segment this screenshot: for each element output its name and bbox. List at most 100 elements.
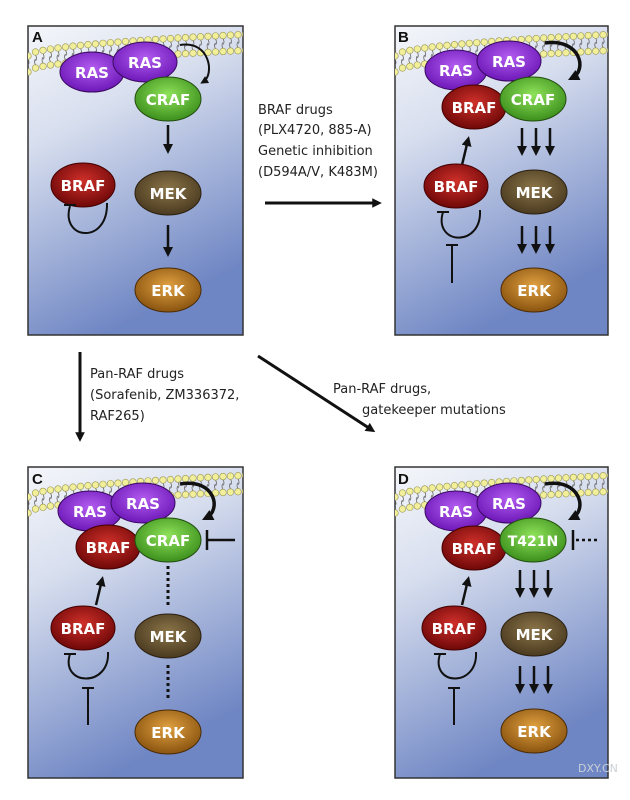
lipid-head [46, 45, 55, 53]
lipid-head [181, 490, 190, 499]
lipid-head [189, 474, 197, 482]
lipid-head [421, 485, 429, 493]
inhibition-bar [64, 204, 76, 206]
svg-text:MEK: MEK [150, 628, 188, 646]
svg-text:CRAF: CRAF [511, 91, 555, 109]
protein-craf-t421n: T421N [499, 517, 567, 563]
protein-ras: RAS [476, 40, 542, 82]
transition-a-to-c: Pan-RAF drugs (Sorafenib, ZM336372, RAF2… [75, 352, 239, 442]
svg-text:(Sorafenib, ZM336372,: (Sorafenib, ZM336372, [90, 388, 239, 403]
protein-braf-bound: BRAF [441, 525, 507, 571]
protein-braf-inactive: BRAF [423, 163, 489, 209]
lipid-head [562, 474, 570, 482]
lipid-head [61, 484, 70, 492]
lipid-head [615, 488, 622, 495]
lipid-head [84, 482, 92, 490]
svg-text:Genetic inhibition: Genetic inhibition [258, 144, 373, 159]
signal-triple-arrow [517, 128, 555, 156]
svg-text:RAS: RAS [492, 495, 526, 513]
lipid-head [592, 488, 600, 496]
lipid-head [547, 490, 555, 499]
braf-recruitment-arrow [460, 136, 472, 166]
lipid-head [28, 52, 32, 60]
lipid-head [443, 41, 451, 49]
lipid-head [615, 47, 622, 54]
lipid-head [525, 35, 533, 43]
lipid-head [166, 34, 175, 43]
lipid-head [606, 31, 608, 37]
svg-text:BRAF: BRAF [434, 178, 479, 196]
lipid-head [241, 488, 243, 494]
lipid-head [250, 472, 257, 479]
lipid-head [395, 68, 399, 76]
lipid-head [554, 490, 563, 498]
lipid-head [465, 480, 473, 488]
lipid-head [480, 479, 488, 487]
lipid-head [540, 34, 548, 42]
lipid-head [61, 43, 70, 51]
protein-ras: RAS [424, 49, 488, 91]
lipid-head [540, 491, 548, 499]
protein-braf-inactive: BRAF [50, 605, 116, 651]
svg-text:RAS: RAS [439, 503, 473, 521]
protein-mek: MEK [134, 613, 202, 659]
watermark: DXY.CN [578, 762, 618, 775]
lipid-head [39, 62, 47, 70]
lipid-head [204, 48, 212, 56]
lipid-head [398, 48, 407, 56]
lipid-head [174, 34, 182, 42]
lipid-head [615, 31, 622, 38]
protein-ras: RAS [57, 490, 123, 532]
panel-label: B [398, 29, 409, 46]
lipid-head [584, 488, 592, 497]
lipid-head [406, 46, 414, 54]
lipid-head [181, 49, 190, 58]
svg-text:Pan-RAF drugs: Pan-RAF drugs [90, 367, 184, 382]
lipid-head [204, 32, 212, 40]
lipid-head [473, 480, 481, 488]
lipid-head [250, 488, 257, 495]
lipid-head [547, 49, 555, 58]
autoinhibition-loop [437, 651, 478, 680]
lipid-head [204, 473, 212, 481]
svg-text:RAS: RAS [75, 64, 109, 82]
protein-erk: ERK [500, 267, 568, 313]
lipid-head [398, 489, 407, 497]
svg-text:BRAF: BRAF [452, 540, 497, 558]
lipid-head [226, 47, 235, 55]
lipid-head [421, 44, 429, 52]
lipid-head [413, 61, 421, 69]
lipid-head [395, 509, 399, 517]
svg-text:CRAF: CRAF [146, 532, 190, 550]
svg-text:MEK: MEK [516, 184, 554, 202]
lipid-head [189, 49, 197, 57]
lipid-head [151, 476, 160, 485]
transition-a-to-b: BRAF drugs (PLX4720, 885-A) Genetic inhi… [258, 103, 382, 208]
arrow-diagonal [257, 354, 376, 433]
lipid-head [395, 493, 399, 501]
lipid-head [39, 46, 47, 54]
lipid-head [241, 47, 243, 53]
protein-braf-inactive: BRAF [50, 162, 116, 208]
autoinhibition-loop [440, 209, 482, 239]
lipid-head [406, 62, 414, 70]
lipid-head [436, 42, 444, 50]
lipid-head [577, 32, 585, 40]
signal-triple-arrow [515, 570, 553, 598]
lipid-head [554, 33, 563, 41]
svg-text:BRAF: BRAF [452, 99, 497, 117]
protein-craf: CRAF [134, 517, 202, 563]
lipid-head [234, 488, 242, 496]
lipid-head [465, 39, 473, 47]
braf-recruitment-arrow [94, 576, 106, 606]
lipid-head [599, 488, 607, 496]
lipid-head [91, 40, 100, 48]
protein-ras: RAS [112, 41, 178, 83]
lipid-head [46, 502, 55, 510]
protein-craf: CRAF [499, 76, 567, 122]
autoinhibition-loop [67, 202, 109, 234]
lipid-head [174, 491, 182, 499]
lipid-head [615, 472, 622, 479]
lipid-head [226, 472, 235, 480]
